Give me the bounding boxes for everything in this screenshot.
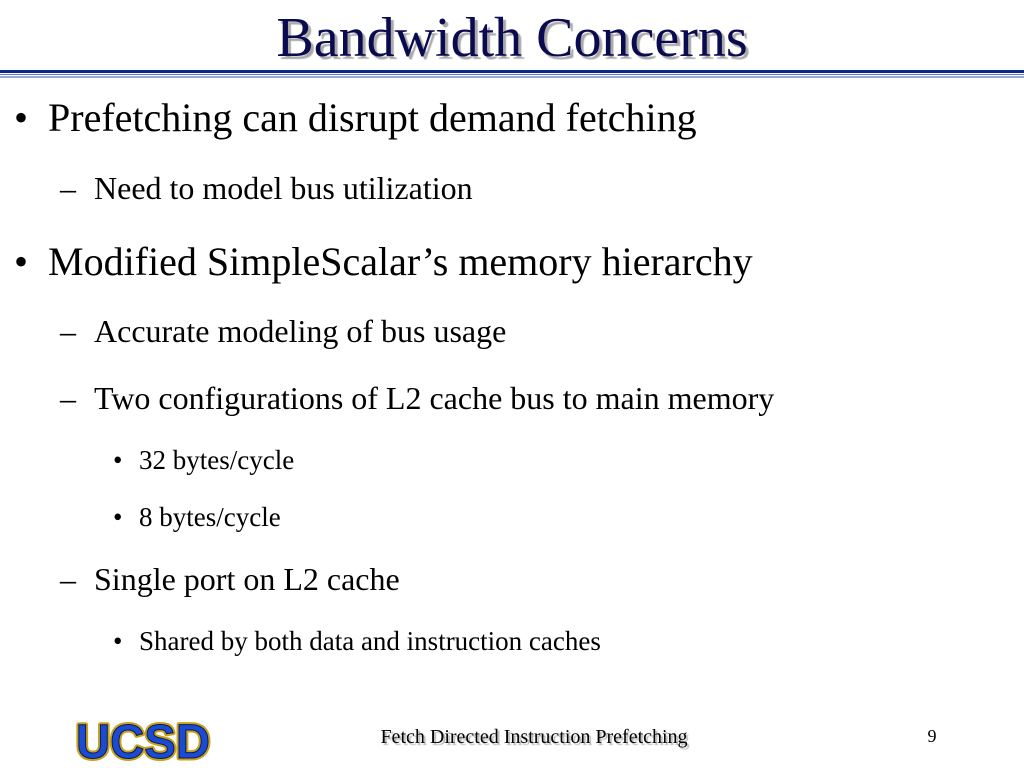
bullet-dot-icon: • <box>113 626 123 656</box>
slide-title: Bandwidth Concerns <box>276 7 748 69</box>
bullet-text: Single port on L2 cache <box>94 561 400 597</box>
bullet-text: 8 bytes/cycle <box>139 502 281 532</box>
ucsd-logo-outline: UCSD <box>76 716 210 764</box>
bullet-dash-icon: – <box>60 561 76 597</box>
bullet-text: Shared by both data and instruction cach… <box>139 626 601 656</box>
bullet-text: Need to model bus utilization <box>94 170 473 206</box>
bullet-dash-icon: – <box>60 313 76 349</box>
sub-bullet-item: – Two configurations of L2 cache bus to … <box>60 380 775 416</box>
sub-sub-bullet-item: • 32 bytes/cycle <box>113 445 295 475</box>
bullet-item: • Prefetching can disrupt demand fetchin… <box>14 95 697 140</box>
bullet-text: Accurate modeling of bus usage <box>94 313 507 349</box>
page-number: 9 <box>927 726 937 746</box>
ucsd-logo-fill: UCSD <box>76 716 210 764</box>
bullet-dash-icon: – <box>60 380 76 416</box>
bullet-dot-icon: • <box>113 502 123 532</box>
footer-text: Fetch Directed Instruction Prefetching <box>380 726 688 748</box>
bullet-list: • Prefetching can disrupt demand fetchin… <box>14 95 775 657</box>
sub-sub-bullet-item: • Shared by both data and instruction ca… <box>113 626 601 656</box>
title-rule <box>0 70 1024 73</box>
bullet-dash-icon: – <box>60 170 76 206</box>
ucsd-logo: UCSD UCSD <box>74 714 212 764</box>
bullet-dot-icon: • <box>14 95 29 140</box>
title-rule-thin <box>0 74 1024 75</box>
title-rule-light <box>0 76 1024 78</box>
sub-bullet-item: – Need to model bus utilization <box>60 170 473 206</box>
bullet-item: • Modified SimpleScalar’s memory hierarc… <box>14 239 753 284</box>
bullet-text: 32 bytes/cycle <box>139 445 295 475</box>
bullet-text: Two configurations of L2 cache bus to ma… <box>94 380 775 416</box>
bullet-text: Modified SimpleScalar’s memory hierarchy <box>48 239 753 284</box>
bullet-text: Prefetching can disrupt demand fetching <box>48 95 697 140</box>
bullet-dot-icon: • <box>113 445 123 475</box>
sub-bullet-item: – Accurate modeling of bus usage <box>60 313 507 349</box>
sub-sub-bullet-item: • 8 bytes/cycle <box>113 502 281 532</box>
bullet-dot-icon: • <box>14 239 29 284</box>
sub-bullet-item: – Single port on L2 cache <box>60 561 400 597</box>
